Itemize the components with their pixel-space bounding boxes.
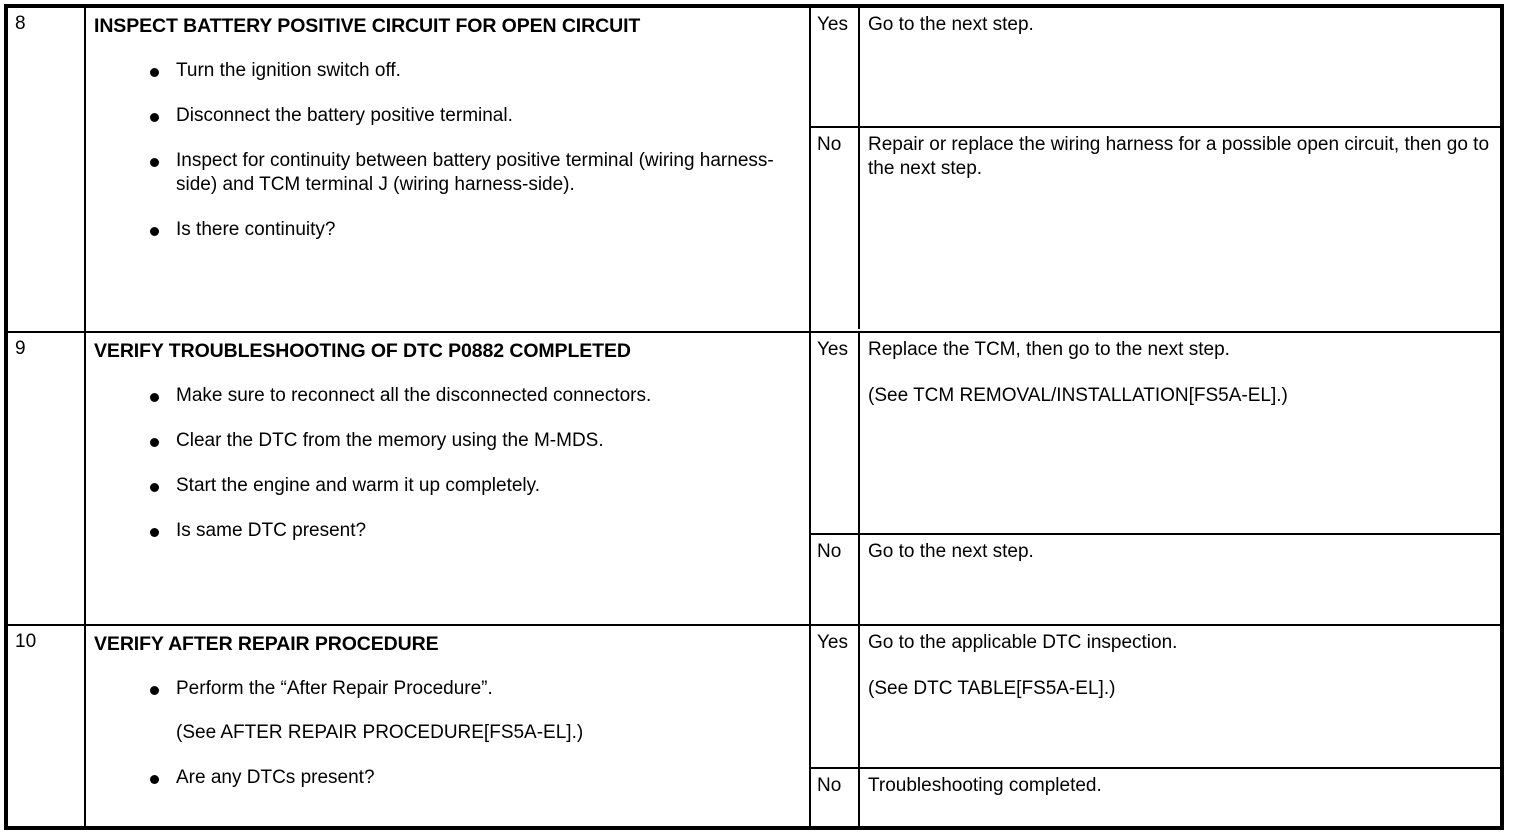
answer-action: Replace the TCM, then go to the next ste… [860, 333, 1500, 533]
answer-label: No [811, 535, 860, 624]
answer-label: Yes [811, 8, 860, 126]
answer-action-line: Replace the TCM, then go to the next ste… [868, 339, 1230, 360]
answers-cell: Yes Go to the applicable DTC inspection.… [811, 626, 1500, 826]
list-item: Inspect for continuity between battery p… [94, 149, 799, 197]
inspection-cell: VERIFY TROUBLESHOOTING OF DTC P0882 COMP… [86, 333, 811, 624]
list-item: Make sure to reconnect all the disconnec… [94, 384, 799, 408]
answer-block-yes: Yes Go to the applicable DTC inspection.… [811, 626, 1500, 769]
list-item-reference: (See AFTER REPAIR PROCEDURE[FS5A-EL].) [176, 722, 584, 743]
answer-action: Go to the next step. [860, 535, 1500, 624]
step-number: 10 [15, 631, 37, 652]
answer-action: Repair or replace the wiring harness for… [860, 128, 1500, 329]
answer-block-no: No Repair or replace the wiring harness … [811, 128, 1500, 329]
answer-action: Go to the applicable DTC inspection. (Se… [860, 626, 1500, 767]
list-item: Is same DTC present? [94, 519, 799, 543]
inspection-title: VERIFY AFTER REPAIR PROCEDURE [94, 633, 439, 655]
answer-label: No [811, 769, 860, 826]
step-number-cell: 9 [8, 333, 86, 624]
answer-action-reference: (See DTC TABLE[FS5A-EL].) [868, 678, 1116, 699]
inspection-step-list: Make sure to reconnect all the disconnec… [94, 384, 799, 543]
troubleshooting-table: 8 INSPECT BATTERY POSITIVE CIRCUIT FOR O… [4, 4, 1504, 830]
step-number-cell: 10 [8, 626, 86, 826]
list-item: Disconnect the battery positive terminal… [94, 104, 799, 128]
answer-label: Yes [811, 626, 860, 767]
answer-label: No [811, 128, 860, 329]
step-number: 9 [15, 338, 26, 359]
table-row: 9 VERIFY TROUBLESHOOTING OF DTC P0882 CO… [8, 333, 1500, 626]
list-item: Are any DTCs present? [94, 766, 799, 790]
answer-action-line: Go to the next step. [868, 541, 1034, 562]
answer-action-line: Repair or replace the wiring harness for… [868, 134, 1490, 179]
answer-action-line: Go to the next step. [868, 14, 1034, 35]
answer-block-yes: Yes Replace the TCM, then go to the next… [811, 333, 1500, 535]
answer-block-no: No Troubleshooting completed. [811, 769, 1500, 826]
inspection-title: INSPECT BATTERY POSITIVE CIRCUIT FOR OPE… [94, 15, 641, 37]
answer-action: Go to the next step. [860, 8, 1500, 126]
step-number-cell: 8 [8, 8, 86, 331]
list-item: Clear the DTC from the memory using the … [94, 429, 799, 453]
answer-action: Troubleshooting completed. [860, 769, 1500, 826]
list-item: Is there continuity? [94, 218, 799, 242]
inspection-cell: VERIFY AFTER REPAIR PROCEDURE Perform th… [86, 626, 811, 826]
answer-action-line: Go to the applicable DTC inspection. [868, 632, 1178, 653]
list-item: Turn the ignition switch off. [94, 59, 799, 83]
inspection-title: VERIFY TROUBLESHOOTING OF DTC P0882 COMP… [94, 340, 631, 362]
answer-action-line: Troubleshooting completed. [868, 775, 1102, 796]
inspection-step-list: Perform the “After Repair Procedure”. (S… [94, 677, 799, 790]
list-item: Perform the “After Repair Procedure”. [94, 677, 799, 701]
answers-cell: Yes Replace the TCM, then go to the next… [811, 333, 1500, 624]
answer-label: Yes [811, 333, 860, 533]
table-row: 8 INSPECT BATTERY POSITIVE CIRCUIT FOR O… [8, 8, 1500, 333]
list-item: Start the engine and warm it up complete… [94, 474, 799, 498]
inspection-step-list: Turn the ignition switch off. Disconnect… [94, 59, 799, 242]
answer-action-reference: (See TCM REMOVAL/INSTALLATION[FS5A-EL].) [868, 385, 1288, 406]
table-row: 10 VERIFY AFTER REPAIR PROCEDURE Perform… [8, 626, 1500, 826]
answers-cell: Yes Go to the next step. No Repair or re… [811, 8, 1500, 331]
answer-block-no: No Go to the next step. [811, 535, 1500, 624]
answer-block-yes: Yes Go to the next step. [811, 8, 1500, 128]
step-number: 8 [15, 13, 26, 34]
inspection-cell: INSPECT BATTERY POSITIVE CIRCUIT FOR OPE… [86, 8, 811, 331]
